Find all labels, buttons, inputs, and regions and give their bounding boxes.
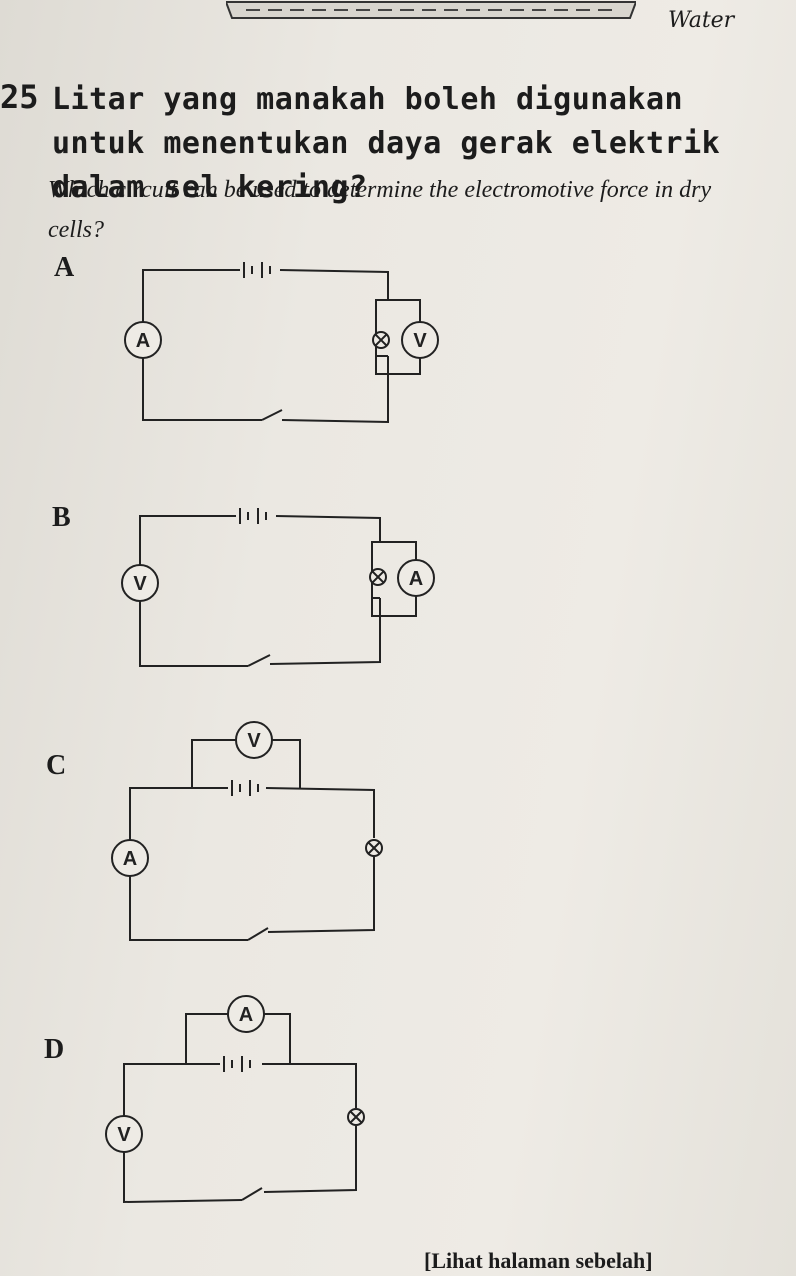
circuit-c xyxy=(111,721,383,941)
circuit-a xyxy=(124,262,439,424)
lamp-icon xyxy=(372,331,390,349)
ammeter-icon xyxy=(124,321,162,359)
option-a-label[interactable]: A xyxy=(54,252,75,283)
option-c-label[interactable]: C xyxy=(46,750,67,781)
switch-icon xyxy=(261,409,283,421)
option-d-meter-top: A xyxy=(239,1004,253,1026)
switch-icon xyxy=(241,1187,263,1201)
next-page-note: [Lihat halaman sebelah] xyxy=(424,1248,653,1273)
question-text-english: Which circuit can be used to determine t… xyxy=(48,177,712,243)
voltmeter-icon xyxy=(121,564,159,602)
switch-icon xyxy=(247,927,269,941)
voltmeter-icon xyxy=(235,721,273,759)
option-b-meter-left: V xyxy=(133,573,147,595)
question-number: 25 xyxy=(0,78,39,116)
switch-icon xyxy=(247,654,271,667)
water-label: Water xyxy=(668,8,735,33)
option-c-meter-left: A xyxy=(123,848,137,870)
voltmeter-icon xyxy=(105,1115,143,1153)
option-b-meter-right: A xyxy=(409,568,423,590)
option-c-meter-top: V xyxy=(247,730,261,752)
ammeter-icon xyxy=(397,559,435,597)
option-d-meter-left: V xyxy=(117,1124,131,1146)
ammeter-icon xyxy=(227,995,265,1033)
ammeter-icon xyxy=(111,839,149,877)
lamp-icon xyxy=(347,1108,365,1126)
option-d-label[interactable]: D xyxy=(44,1034,65,1065)
voltmeter-icon xyxy=(401,321,439,359)
circuit-d xyxy=(105,995,365,1204)
lamp-icon xyxy=(369,568,387,586)
circuit-b xyxy=(121,508,435,667)
water-beaker-illustration xyxy=(226,1,636,19)
option-a-meter-right: V xyxy=(413,330,427,352)
lamp-icon xyxy=(365,839,383,857)
option-b-label[interactable]: B xyxy=(52,502,71,533)
option-a-meter-left: A xyxy=(136,330,150,352)
question-text-malay: Litar yang manakah boleh digunakan untuk… xyxy=(52,82,721,205)
